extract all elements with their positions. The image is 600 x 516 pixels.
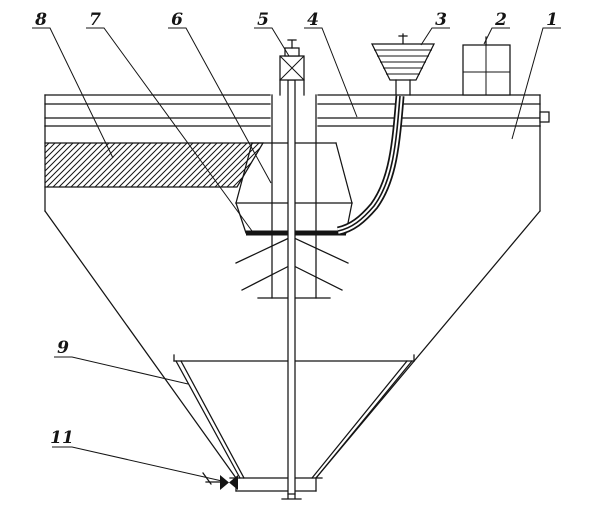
bottom-discharge-valve (202, 472, 238, 490)
part-number-11: 11 (50, 428, 74, 448)
feed-pipe (336, 95, 405, 236)
callout-line-1 (511, 27, 561, 140)
tank-top-rim (44, 94, 550, 127)
deflector-baffles (235, 230, 349, 299)
control-box (462, 36, 511, 96)
part-number-9: 9 (57, 338, 69, 358)
callout-line-2 (483, 27, 510, 45)
callout-line-7 (86, 27, 253, 232)
part-number-3: 3 (435, 10, 447, 30)
shaft-top-bearing (279, 39, 305, 96)
callout-line-3 (420, 27, 450, 46)
part-number-6: 6 (171, 10, 183, 30)
callout-line-11 (52, 446, 223, 482)
callout-line-6 (168, 27, 272, 184)
part-number-5: 5 (257, 10, 269, 30)
part-number-2: 2 (494, 10, 507, 30)
drive-motor (370, 33, 436, 96)
part-number-8: 8 (34, 10, 47, 30)
callout-lines (32, 27, 561, 482)
part-number-7: 7 (89, 10, 101, 30)
part-numbers: 8 7 6 5 4 3 2 1 9 11 (34, 10, 558, 448)
part-number-1: 1 (546, 10, 558, 30)
inclined-plate-hatch (44, 142, 265, 188)
part-number-4: 4 (307, 10, 319, 30)
tank-shell (44, 125, 541, 492)
callout-line-5 (254, 27, 290, 57)
callout-line-9 (54, 356, 189, 385)
callout-line-4 (304, 27, 358, 118)
shaft-foot (281, 493, 302, 500)
rim-right-lug (539, 111, 550, 123)
callout-line-8 (32, 27, 114, 159)
